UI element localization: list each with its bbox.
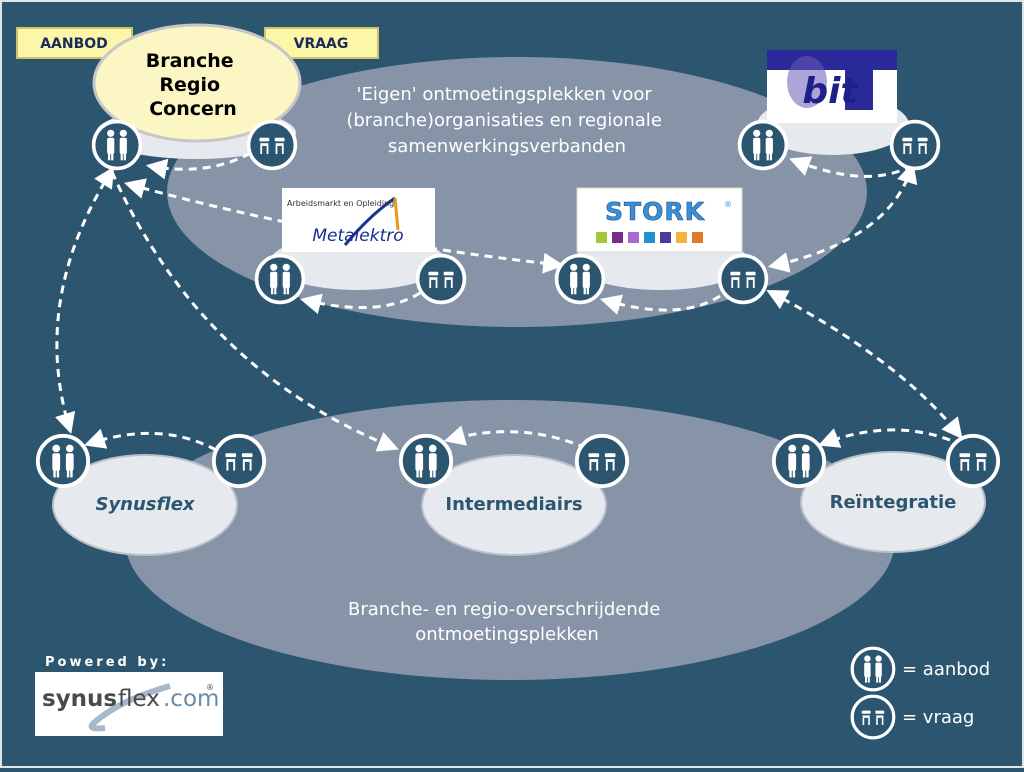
legend-people-icon xyxy=(850,646,896,692)
bit-people-icon xyxy=(737,119,789,171)
reintegratie-chairs-icon xyxy=(945,433,1001,489)
bottom-region-text: Branche- en regio-overschrijdende ontmoe… xyxy=(348,599,666,645)
intermediairs-people-icon xyxy=(398,433,454,489)
hub-label: Branche Regio Concern xyxy=(146,50,241,120)
reintegratie-node xyxy=(800,451,986,553)
intermediairs-label: Intermediairs xyxy=(445,494,582,515)
hub-people-icon xyxy=(91,119,143,171)
reintegratie-label: Reïntegratie xyxy=(830,492,957,513)
legend-chairs-icon xyxy=(850,694,896,740)
svg-text:flex: flex xyxy=(118,686,160,712)
connector-intermediairs-internal xyxy=(443,425,587,450)
connector-hub-internal xyxy=(145,144,263,180)
connector-reintegratie-internal xyxy=(818,428,951,448)
stork-chairs-icon xyxy=(717,253,769,305)
intermediairs-chairs-icon xyxy=(574,433,630,489)
reintegratie-people-icon xyxy=(771,433,827,489)
intermediairs-node xyxy=(421,454,607,556)
hub-ellipse xyxy=(92,23,302,143)
stork-people-icon xyxy=(554,253,606,305)
connector-stork-internal xyxy=(599,294,721,315)
svg-text:.com: .com xyxy=(163,686,219,712)
bit-chairs-icon xyxy=(889,119,941,171)
legend-demand-text: = vraag xyxy=(902,707,974,728)
svg-text:Powered by:: Powered by: xyxy=(45,655,169,670)
svg-text:Arbeidsmarkt en Opleiding: Arbeidsmarkt en Opleiding xyxy=(287,199,394,208)
svg-text:Metalektro: Metalektro xyxy=(312,226,403,246)
legend-supply-text: = aanbod xyxy=(902,659,990,680)
connectors xyxy=(55,144,963,452)
svg-text:bit: bit xyxy=(802,71,859,112)
connector-stork-reintegratie xyxy=(766,290,963,440)
stork-logo: STORK ® xyxy=(576,187,743,253)
hub-chairs-icon xyxy=(246,119,298,171)
svg-text:®: ® xyxy=(206,683,214,692)
metalektro-logo: Arbeidsmarkt en Opleiding Metalektro xyxy=(282,188,435,252)
connector-hub-synusflex xyxy=(55,166,115,435)
svg-text:AANBOD: AANBOD xyxy=(40,36,108,52)
svg-text:synus: synus xyxy=(42,686,117,712)
synusflex-people-icon xyxy=(35,433,91,489)
powered-by-logo: Powered by: synus flex .com ® xyxy=(35,650,223,736)
connector-metalektro-internal xyxy=(299,291,421,315)
svg-text:STORK: STORK xyxy=(605,197,706,226)
metalektro-chairs-icon xyxy=(415,253,467,305)
bit-logo: bit xyxy=(767,50,897,123)
svg-text:VRAAG: VRAAG xyxy=(294,36,349,52)
top-region-text: 'Eigen' ontmoetingsplekken voor (branche… xyxy=(346,84,667,157)
connector-synusflex-internal xyxy=(84,428,217,452)
synusflex-label: Synusflex xyxy=(95,494,195,515)
svg-text:®: ® xyxy=(724,200,732,209)
synusflex-node xyxy=(52,454,238,556)
metalektro-people-icon xyxy=(254,253,306,305)
synusflex-chairs-icon xyxy=(211,433,267,489)
connector-bit-stork xyxy=(767,161,918,273)
